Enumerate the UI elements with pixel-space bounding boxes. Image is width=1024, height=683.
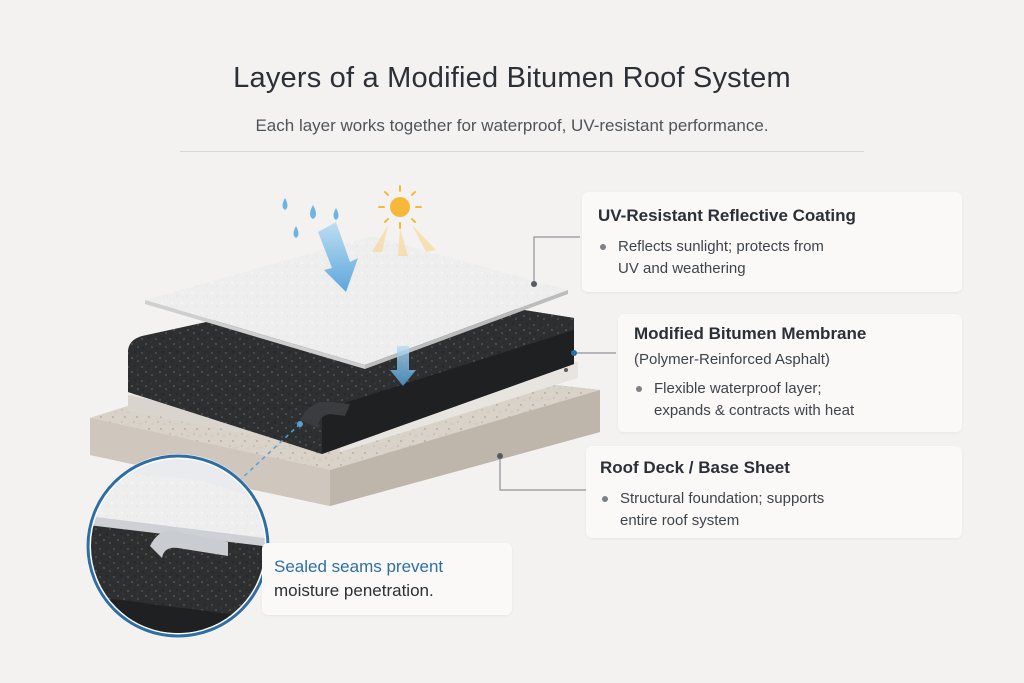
uv-coating-title: UV-Resistant Reflective Coating [598, 206, 856, 225]
bitumen-membrane-card: Modified Bitumen Membrane (Polymer-Reinf… [618, 314, 962, 432]
raindrops-icon [282, 198, 339, 238]
roof-deck-title: Roof Deck / Base Sheet [600, 458, 790, 477]
membrane-leader-dot [571, 350, 577, 356]
seam-callout-card: Sealed seams prevent moisture penetratio… [262, 543, 512, 615]
uv-coating-card: UV-Resistant Reflective Coating Reflects… [582, 192, 962, 292]
roof-deck-bullet: Structural foundation; supports entire r… [600, 488, 962, 532]
uv-coating-bullet: Reflects sunlight; protects from UV and … [598, 236, 962, 280]
seam-callout-leader [239, 423, 301, 481]
bitumen-membrane-bullet-line2: expands & contracts with heat [654, 402, 855, 419]
bitumen-membrane-bullet-line1: Flexible waterproof layer; [654, 380, 822, 397]
down-arrow-icon [318, 222, 416, 386]
page-subtitle: Each layer works together for waterproof… [255, 116, 769, 135]
header-divider [180, 151, 864, 152]
page-title: Layers of a Modified Bitumen Roof System [233, 62, 791, 94]
bullet-dot [600, 244, 606, 250]
leader-lines [499, 236, 616, 491]
uv-coating-layer [145, 236, 568, 369]
uv-coating-bullet-line1: Reflects sunlight; protects from [618, 238, 824, 255]
bitumen-membrane-bullet: Flexible waterproof layer; expands & con… [634, 378, 962, 422]
bullet-dot [636, 386, 642, 392]
uv-coating-bullet-line2: UV and weathering [618, 260, 746, 277]
seam-callout-line2: moisture penetration. [274, 581, 434, 600]
bullet-dot [602, 496, 608, 502]
seam-leader-dot [297, 421, 303, 427]
roof-deck-card: Roof Deck / Base Sheet Structural founda… [586, 446, 962, 538]
bitumen-membrane-title: Modified Bitumen Membrane [634, 324, 867, 343]
roof-deck-bullet-line2: entire roof system [620, 512, 740, 529]
sun-icon [372, 185, 436, 256]
deck-leader-dot [497, 453, 503, 459]
bitumen-membrane-subtitle: (Polymer-Reinforced Asphalt) [634, 351, 830, 368]
roof-deck-bullet-line1: Structural foundation; supports [620, 490, 825, 507]
seam-callout-line1: Sealed seams prevent [274, 557, 444, 576]
coating-leader-dot [531, 281, 537, 287]
